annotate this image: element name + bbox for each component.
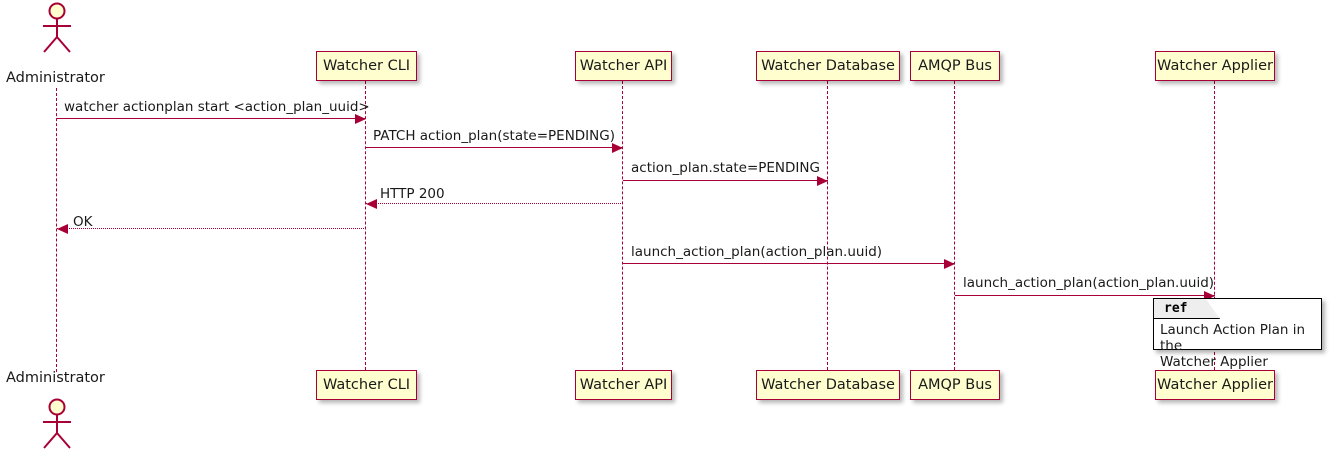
message-line-m1 <box>57 118 366 119</box>
arrow-head-m4 <box>366 198 377 209</box>
message-line-m2 <box>366 147 623 148</box>
participant-label: Watcher Applier <box>1157 376 1273 393</box>
participant-label: Watcher Database <box>761 57 895 74</box>
message-label-m1: watcher actionplan start <action_plan_uu… <box>64 99 370 115</box>
lifeline-watcher-api <box>622 81 624 370</box>
participant-watcher-applier-bottom[interactable]: Watcher Applier <box>1155 370 1275 400</box>
participant-watcher-api-top[interactable]: Watcher API <box>575 51 672 81</box>
actor-label-administrator-bottom: Administrator <box>6 370 105 386</box>
arrow-head-m2 <box>612 142 623 153</box>
message-line-m5 <box>57 228 366 229</box>
participant-amqp-bus-top[interactable]: AMQP Bus <box>910 51 1000 81</box>
lifeline-watcher-cli <box>365 81 367 370</box>
participant-label: Watcher API <box>579 57 668 74</box>
message-label-m7: launch_action_plan(action_plan.uuid) <box>963 275 1215 291</box>
participant-label: Watcher CLI <box>322 376 411 393</box>
message-label-m6: launch_action_plan(action_plan.uuid) <box>631 244 883 260</box>
participant-label: Watcher API <box>579 376 668 393</box>
participant-watcher-database-top[interactable]: Watcher Database <box>756 51 900 81</box>
ref-fragment-text-line-2: Watcher Applier <box>1160 354 1268 370</box>
lifeline-amqp-bus <box>954 81 956 370</box>
arrow-head-m3 <box>817 175 828 186</box>
arrow-head-m5 <box>57 223 68 234</box>
participant-watcher-database-bottom[interactable]: Watcher Database <box>756 370 900 400</box>
message-line-m7 <box>955 295 1215 296</box>
lifeline-watcher-applier <box>1214 81 1216 370</box>
ref-fragment-tag: ref <box>1154 299 1220 319</box>
participant-label: AMQP Bus <box>918 57 992 74</box>
participant-label: Watcher CLI <box>322 57 411 74</box>
message-label-m3: action_plan.state=PENDING <box>631 160 820 176</box>
participant-watcher-cli-bottom[interactable]: Watcher CLI <box>316 370 417 400</box>
message-label-m4: HTTP 200 <box>380 186 445 202</box>
arrow-head-m6 <box>944 258 955 269</box>
lifeline-watcher-database <box>827 81 829 370</box>
message-line-m4 <box>366 203 623 204</box>
message-line-m3 <box>623 180 828 181</box>
actor-label-administrator-top: Administrator <box>6 70 105 86</box>
lifeline-administrator <box>56 88 58 372</box>
message-line-m6 <box>623 263 955 264</box>
participant-label: AMQP Bus <box>918 376 992 393</box>
ref-fragment-text-line-1: Launch Action Plan in the <box>1160 322 1306 354</box>
participant-amqp-bus-bottom[interactable]: AMQP Bus <box>910 370 1000 400</box>
actor-icon-administrator-top <box>43 2 71 53</box>
participant-label: Watcher Database <box>761 376 895 393</box>
arrow-head-m1 <box>355 113 366 124</box>
participant-watcher-api-bottom[interactable]: Watcher API <box>575 370 672 400</box>
participant-watcher-applier-top[interactable]: Watcher Applier <box>1155 51 1275 81</box>
message-label-m2: PATCH action_plan(state=PENDING) <box>373 128 615 144</box>
arrow-head-m7 <box>1204 290 1215 301</box>
message-label-m5: OK <box>73 214 93 230</box>
actor-icon-administrator-bottom <box>43 398 71 449</box>
participant-label: Watcher Applier <box>1157 57 1273 74</box>
participant-watcher-cli-top[interactable]: Watcher CLI <box>316 51 417 81</box>
